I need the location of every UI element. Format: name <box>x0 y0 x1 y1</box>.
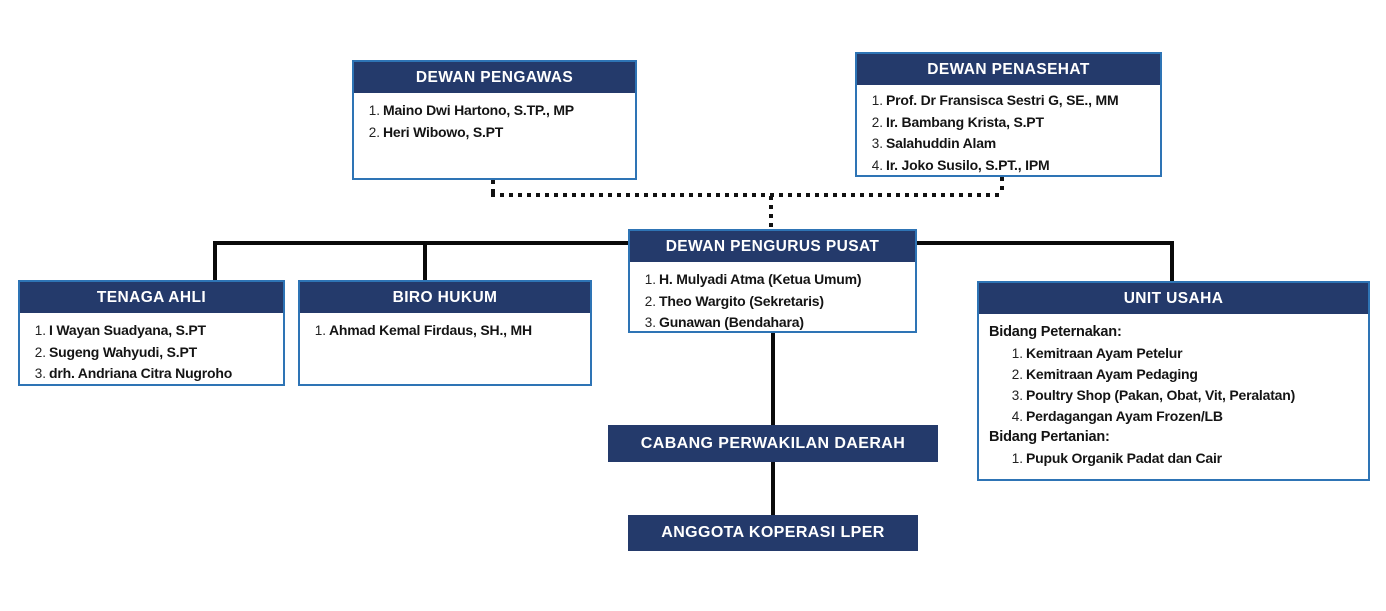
list-item: 1.I Wayan Suadyana, S.PT <box>24 320 277 342</box>
list-item-number: 2. <box>644 293 656 309</box>
list-item-text: Ahmad Kemal Firdaus, SH., MH <box>329 322 532 338</box>
section-heading: Bidang Peternakan: <box>989 324 1122 340</box>
list-item-number: 2. <box>34 344 46 360</box>
list-item-number: 2. <box>368 124 380 140</box>
connector-drop-tenaga-ahli <box>213 241 217 281</box>
list-item: 3.Salahuddin Alam <box>861 133 1154 155</box>
list-item-number: 3. <box>34 366 46 381</box>
list-item-text: Maino Dwi Hartono, S.TP., MP <box>383 102 574 118</box>
list-item-number: 1. <box>644 272 656 287</box>
list-item: 2.Kemitraan Ayam Pedaging <box>1001 364 1362 385</box>
list-item: 1.Maino Dwi Hartono, S.TP., MP <box>358 100 629 122</box>
member-list-biro-hukum: 1.Ahmad Kemal Firdaus, SH., MH <box>300 313 590 346</box>
list-item-text: Perdagangan Ayam Frozen/LB <box>1026 408 1223 424</box>
list-item: 1.H. Mulyadi Atma (Ketua Umum) <box>634 269 909 291</box>
list-item: 4.Ir. Joko Susilo, S.PT., IPM <box>861 155 1154 177</box>
list-item: 2.Ir. Bambang Krista, S.PT <box>861 112 1154 134</box>
connector-drop-unit-usaha <box>1170 241 1174 282</box>
box-title-unit-usaha: UNIT USAHA <box>979 283 1368 314</box>
list-item-number: 1. <box>34 323 46 338</box>
list-item-text: drh. Andriana Citra Nugroho <box>49 365 233 381</box>
box-title-dewan-penasehat: DEWAN PENASEHAT <box>857 54 1160 85</box>
list-item-text: I Wayan Suadyana, S.PT <box>49 322 206 338</box>
box-dewan-penasehat: DEWAN PENASEHAT 1.Prof. Dr Fransisca Ses… <box>855 52 1162 177</box>
list-item-text: Pupuk Organik Padat dan Cair <box>1026 450 1222 466</box>
list-item-number: 1. <box>1011 451 1023 466</box>
dotted-connector-pusat <box>769 196 773 229</box>
box-dewan-pengawas: DEWAN PENGAWAS 1.Maino Dwi Hartono, S.TP… <box>352 60 637 180</box>
section-list: 1.Pupuk Organik Padat dan Cair <box>989 448 1362 469</box>
box-anggota-koperasi-lper: ANGGOTA KOPERASI LPER <box>628 515 918 551</box>
section-pertanian: Bidang Pertanian: 1.Pupuk Organik Padat … <box>989 427 1362 469</box>
connector-cabang-anggota <box>771 462 775 515</box>
unit-usaha-body: Bidang Peternakan: 1.Kemitraan Ayam Pete… <box>979 314 1368 473</box>
list-item-text: Prof. Dr Fransisca Sestri G, SE., MM <box>886 92 1119 108</box>
member-list-dewan-pengurus-pusat: 1.H. Mulyadi Atma (Ketua Umum)2.Theo War… <box>630 262 915 338</box>
box-title-dewan-pengurus-pusat: DEWAN PENGURUS PUSAT <box>630 231 915 262</box>
box-title-biro-hukum: BIRO HUKUM <box>300 282 590 313</box>
dotted-connector-horizontal <box>491 193 1004 197</box>
list-item-number: 2. <box>871 114 883 130</box>
dotted-connector-pengawas <box>491 180 495 195</box>
list-item: 2.Heri Wibowo, S.PT <box>358 122 629 144</box>
box-title-tenaga-ahli: TENAGA AHLI <box>20 282 283 313</box>
list-item-text: Salahuddin Alam <box>886 135 997 151</box>
connector-drop-biro-hukum <box>423 241 427 281</box>
list-item: 1.Kemitraan Ayam Petelur <box>1001 343 1362 364</box>
connector-pusat-cabang <box>771 333 775 425</box>
list-item-text: Ir. Bambang Krista, S.PT <box>886 113 1044 130</box>
list-item-number: 4. <box>1011 409 1023 424</box>
list-item: 4.Perdagangan Ayam Frozen/LB <box>1001 406 1362 427</box>
box-dewan-pengurus-pusat: DEWAN PENGURUS PUSAT 1.H. Mulyadi Atma (… <box>628 229 917 333</box>
section-peternakan: Bidang Peternakan: 1.Kemitraan Ayam Pete… <box>989 322 1362 427</box>
list-item-text: Kemitraan Ayam Pedaging <box>1026 366 1198 382</box>
list-item-text: Sugeng Wahyudi, S.PT <box>49 343 197 360</box>
list-item-number: 4. <box>871 157 883 173</box>
list-item-number: 1. <box>368 103 380 118</box>
list-item-number: 3. <box>1011 388 1023 403</box>
list-item: 2.Theo Wargito (Sekretaris) <box>634 291 909 313</box>
list-item-text: Poultry Shop (Pakan, Obat, Vit, Peralata… <box>1026 387 1296 403</box>
box-cabang-perwakilan-daerah: CABANG PERWAKILAN DAERAH <box>608 425 938 462</box>
box-unit-usaha: UNIT USAHA Bidang Peternakan: 1.Kemitraa… <box>977 281 1370 481</box>
box-title-cabang-perwakilan-daerah: CABANG PERWAKILAN DAERAH <box>640 434 906 452</box>
box-title-dewan-pengawas: DEWAN PENGAWAS <box>354 62 635 93</box>
list-item: 1.Prof. Dr Fransisca Sestri G, SE., MM <box>861 90 1154 112</box>
list-item: 1.Ahmad Kemal Firdaus, SH., MH <box>304 320 584 342</box>
list-item-number: 1. <box>871 93 883 108</box>
box-biro-hukum: BIRO HUKUM 1.Ahmad Kemal Firdaus, SH., M… <box>298 280 592 386</box>
list-item-text: H. Mulyadi Atma (Ketua Umum) <box>659 271 862 287</box>
list-item-text: Kemitraan Ayam Petelur <box>1026 345 1183 361</box>
section-heading: Bidang Pertanian: <box>989 429 1110 445</box>
list-item-text: Heri Wibowo, S.PT <box>383 123 504 140</box>
list-item: 3.drh. Andriana Citra Nugroho <box>24 363 277 385</box>
list-item-number: 2. <box>1011 367 1023 382</box>
list-item-text: Theo Wargito (Sekretaris) <box>659 292 824 309</box>
connector-horizontal-right <box>915 241 1174 245</box>
list-item-number: 1. <box>314 323 326 338</box>
list-item-text: Ir. Joko Susilo, S.PT., IPM <box>886 156 1050 173</box>
list-item: 3.Poultry Shop (Pakan, Obat, Vit, Perala… <box>1001 385 1362 406</box>
connector-horizontal-left <box>213 241 630 245</box>
list-item: 2.Sugeng Wahyudi, S.PT <box>24 342 277 364</box>
list-item-text: Gunawan (Bendahara) <box>659 314 804 330</box>
dotted-connector-penasehat <box>1000 177 1004 194</box>
list-item-number: 3. <box>871 136 883 151</box>
box-title-anggota-koperasi-lper: ANGGOTA KOPERASI LPER <box>661 524 885 541</box>
list-item-number: 3. <box>644 315 656 330</box>
list-item-number: 1. <box>1011 346 1023 361</box>
list-item: 1.Pupuk Organik Padat dan Cair <box>1001 448 1362 469</box>
list-item: 3.Gunawan (Bendahara) <box>634 312 909 334</box>
